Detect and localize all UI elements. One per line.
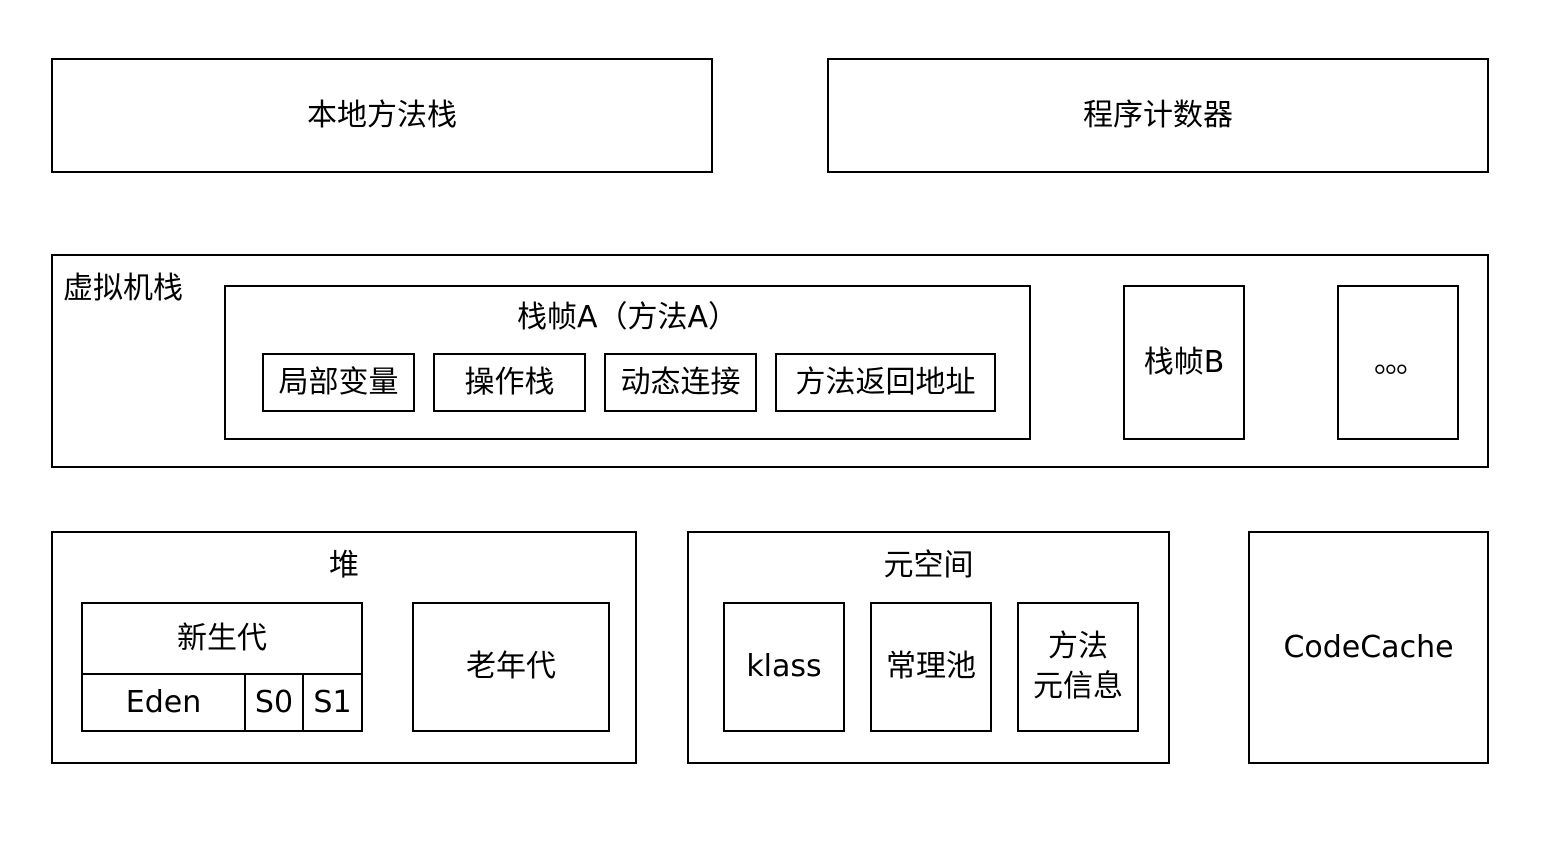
metaspace-label: 元空间 — [883, 548, 974, 583]
native-method-stack-label: 本地方法栈 — [307, 97, 457, 133]
metaspace-item-label: 方法 元信息 — [1033, 628, 1123, 705]
metaspace-item-label: klass — [746, 649, 822, 685]
more-frames-label: 。。。 — [1374, 344, 1426, 380]
metaspace-item-method-metadata: 方法 元信息 — [1017, 602, 1139, 732]
young-generation-divider — [83, 673, 361, 675]
eden-label: Eden — [125, 684, 202, 720]
vm-stack-label: 虚拟机栈 — [63, 271, 183, 306]
metaspace-item-klass: klass — [723, 602, 845, 732]
s1-label: S1 — [313, 684, 352, 720]
more-frames-box: 。。。 — [1337, 285, 1459, 440]
frame-item-operand-stack: 操作栈 — [433, 353, 586, 412]
stack-frame-b-label: 栈帧B — [1143, 344, 1225, 380]
program-counter-label: 程序计数器 — [1083, 97, 1233, 133]
metaspace-item-label: 常理池 — [886, 649, 976, 685]
eden-divider — [244, 675, 246, 730]
frame-item-label: 方法返回地址 — [795, 364, 976, 400]
heap-box: 堆 新生代 Eden S0 S1 老年代 — [51, 531, 637, 764]
code-cache-label: CodeCache — [1283, 629, 1454, 665]
s0-cell: S0 — [246, 675, 302, 730]
young-generation-label: 新生代 — [177, 620, 267, 656]
frame-item-label: 动态连接 — [620, 364, 741, 400]
vm-stack-box: 虚拟机栈 栈帧A（方法A） 局部变量 操作栈 动态连接 方法返回地址 栈帧B 。… — [51, 254, 1489, 468]
stack-frame-b-box: 栈帧B — [1123, 285, 1245, 440]
s1-cell: S1 — [304, 675, 361, 730]
frame-item-local-variables: 局部变量 — [262, 353, 415, 412]
native-method-stack-box: 本地方法栈 — [51, 58, 713, 173]
heap-label: 堆 — [329, 548, 359, 583]
frame-item-label: 操作栈 — [464, 364, 555, 400]
frame-item-label: 局部变量 — [278, 364, 399, 400]
frame-item-return-address: 方法返回地址 — [775, 353, 996, 412]
s0-divider — [302, 675, 304, 730]
metaspace-item-constant-pool: 常理池 — [870, 602, 992, 732]
s0-label: S0 — [254, 684, 294, 720]
eden-cell: Eden — [83, 675, 244, 730]
old-generation-box: 老年代 — [412, 602, 610, 732]
program-counter-box: 程序计数器 — [827, 58, 1489, 173]
young-generation-box: 新生代 Eden S0 S1 — [81, 602, 363, 732]
stack-frame-a-box: 栈帧A（方法A） 局部变量 操作栈 动态连接 方法返回地址 — [224, 285, 1031, 440]
code-cache-box: CodeCache — [1248, 531, 1489, 764]
stack-frame-a-label: 栈帧A（方法A） — [516, 300, 739, 335]
metaspace-box: 元空间 klass 常理池 方法 元信息 — [687, 531, 1170, 764]
old-generation-label: 老年代 — [466, 649, 556, 685]
frame-item-dynamic-linking: 动态连接 — [604, 353, 757, 412]
